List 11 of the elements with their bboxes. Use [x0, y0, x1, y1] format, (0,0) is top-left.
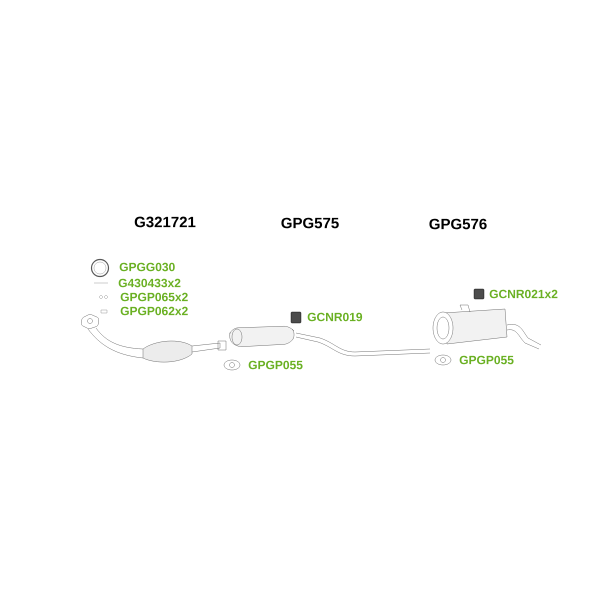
- part-heading: G321721: [134, 216, 196, 228]
- part-number: GPGG030: [120, 262, 175, 272]
- part-number: GCNR019: [308, 312, 362, 322]
- part-number: GPGP055: [460, 356, 514, 364]
- part-number: G430433x2: [118, 278, 180, 288]
- part-number: GCNR021x2: [490, 290, 558, 298]
- part-number: GPGP062x2: [120, 306, 188, 316]
- part-number: GPGP055: [248, 360, 303, 370]
- part-number: GPGP065x2: [120, 292, 188, 302]
- part-heading: GPG575: [281, 218, 339, 228]
- part-heading: GPG576: [429, 218, 487, 230]
